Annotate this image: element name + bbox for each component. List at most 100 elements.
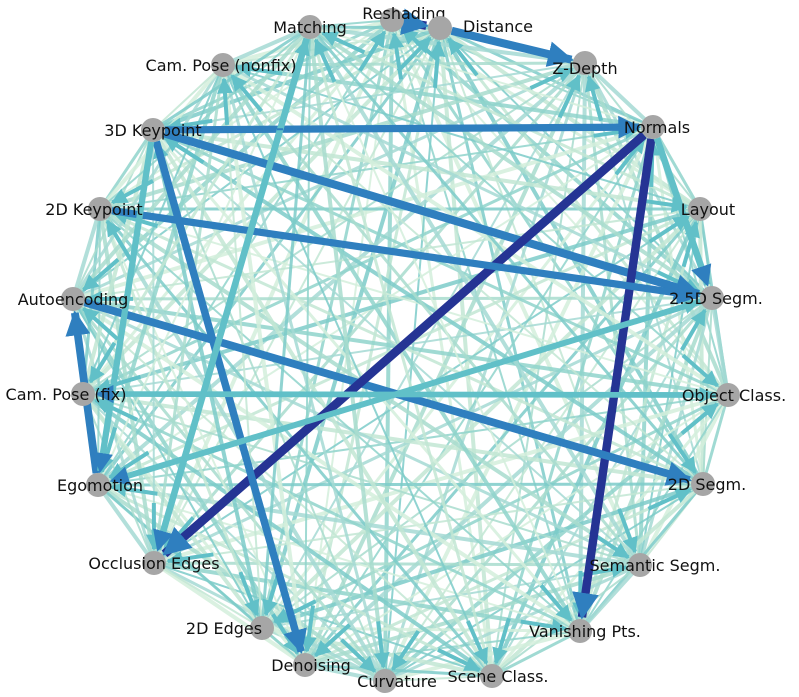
edge-seg25d-denoising	[303, 296, 714, 667]
arrow-stub-autoenc-1	[82, 257, 120, 292]
edge-zdepth-keypoint2d	[99, 61, 586, 211]
node-label-autoenc: Autoencoding	[18, 290, 129, 309]
node-keypoint2d: 2D Keypoint	[45, 197, 143, 221]
node-label-seg2d: 2D Segm.	[668, 475, 746, 494]
node-posefix: Cam. Pose (fix)	[6, 382, 127, 406]
edge-denoising-matching	[304, 26, 311, 666]
edge-distance-curvature	[384, 27, 441, 682]
arrow-stub-seg2d-1	[647, 487, 692, 511]
edge-denoising-posenonfix	[221, 64, 307, 666]
arrow-stub-keypoint2d-3	[105, 219, 133, 262]
edge-edges2d-occlusion	[153, 562, 263, 629]
edge-semseg-matching	[308, 25, 642, 567]
task-nodes: ReshadingDistanceZ-DepthNormalsLayout2.5…	[6, 4, 786, 693]
edge-highlight-keypoint3d-egomotion	[92, 141, 155, 474]
edge-objclass-edges2d	[261, 393, 729, 630]
arrow-stub-matching-2	[313, 38, 337, 83]
edge-reshading-vanishing	[391, 19, 581, 632]
node-dot-seg2d	[691, 472, 715, 496]
node-dot-autoenc	[61, 287, 85, 311]
edge-egomotion-posenonfix	[96, 64, 225, 486]
node-dot-posenonfix	[211, 53, 235, 77]
edge-vanishing-sceneclass	[491, 629, 581, 678]
node-dot-sceneclass	[480, 664, 504, 688]
edge-highlight-seg25d-egomotion	[109, 298, 702, 486]
node-label-matching: Matching	[273, 18, 347, 37]
node-dot-matching	[298, 15, 322, 39]
node-dot-semseg	[628, 553, 652, 577]
edge-zdepth-occlusion	[152, 62, 587, 564]
arrow-stub-posenonfix-3	[216, 77, 233, 125]
node-label-reshading: Reshading	[362, 4, 445, 23]
node-denoising: Denoising	[271, 653, 351, 677]
edge-layout-posenonfix	[222, 64, 701, 210]
edge-highlight-autoenc-seg2d	[83, 298, 692, 486]
node-dot-seg25d	[700, 286, 724, 310]
arrow-stub-zdepth-3	[529, 67, 574, 90]
node-dot-occlusion	[142, 551, 166, 575]
node-dot-egomotion	[86, 473, 110, 497]
arrow-stub-vanishing-1	[520, 618, 568, 635]
arrow-stub-distance-1	[447, 37, 479, 77]
edge-posefix-posenonfix	[82, 64, 224, 395]
node-curvature: Curvature	[357, 669, 437, 693]
edge-egomotion-keypoint2d	[97, 208, 101, 486]
node-seg25d: 2.5D Segm.	[669, 286, 763, 310]
arrow-stub-zdepth-2	[557, 74, 581, 119]
arrow-stub-edges2d-1	[238, 571, 260, 617]
edge-occlusion-keypoint3d	[152, 129, 155, 564]
node-autoenc: Autoencoding	[18, 287, 129, 311]
arrow-stub-layout-2	[648, 214, 690, 244]
edge-sceneclass-keypoint3d	[151, 128, 494, 678]
node-label-keypoint2d: 2D Keypoint	[45, 200, 142, 219]
edge-denoising-occlusion	[152, 561, 307, 667]
node-label-denoising: Denoising	[271, 656, 351, 675]
edge-normals-matching	[309, 26, 654, 128]
node-occlusion: Occlusion Edges	[88, 551, 220, 575]
edge-objclass-matching	[309, 26, 729, 396]
node-reshading: Reshading	[362, 4, 446, 32]
edge-denoising-keypoint2d	[99, 208, 306, 666]
edge-layout-posefix	[82, 207, 701, 396]
arrow-stub-sceneclass-3	[492, 617, 511, 665]
arrow-stub-semseg-3	[617, 508, 638, 554]
edge-highlight-normals-seg25d	[653, 137, 712, 287]
node-dot-reshading	[380, 8, 404, 32]
edge-highlight-reshading-distance	[400, 8, 429, 35]
node-dot-curvature	[373, 669, 397, 693]
edge-highlight-matching-occlusion	[153, 37, 310, 552]
edge-objclass-keypoint2d	[99, 208, 729, 396]
node-label-edges2d: 2D Edges	[186, 619, 262, 638]
edge-curvature-posenonfix	[221, 64, 387, 682]
node-dot-vanishing	[568, 619, 592, 643]
node-distance: Distance	[428, 16, 533, 40]
node-label-posefix: Cam. Pose (fix)	[6, 385, 127, 404]
arrow-stub-curvature-3	[391, 629, 420, 671]
arrow-stub-egomotion-3	[110, 481, 158, 498]
arrow-stub-posenonfix-2	[230, 74, 263, 113]
arrow-stub-keypoint3d-2	[163, 135, 205, 165]
edge-occlusion-egomotion	[96, 483, 156, 565]
edge-highlight-keypoint3d-seg25d	[163, 129, 702, 300]
node-dot-posefix	[71, 382, 95, 406]
edge-objclass-curvature	[383, 393, 730, 683]
node-dot-keypoint3d	[141, 118, 165, 142]
edge-keypoint3d-posenonfix	[152, 64, 224, 131]
node-label-posenonfix: Cam. Pose (nonfix)	[146, 56, 297, 75]
edge-seg25d-matching	[308, 25, 714, 300]
node-label-sceneclass: Scene Class.	[447, 667, 548, 686]
node-dot-layout	[688, 197, 712, 221]
edge-highlight-distance-zdepth	[450, 26, 574, 67]
edge-distance-keypoint2d	[99, 26, 441, 211]
node-zdepth: Z-Depth	[552, 51, 618, 78]
arrow-stub-seg25d-1	[680, 308, 707, 351]
edge-highlight-normals-vanishing	[572, 138, 656, 620]
edge-dashed-keypoint3d-normals	[166, 126, 640, 131]
node-keypoint3d: 3D Keypoint	[104, 118, 202, 142]
node-seg2d: 2D Segm.	[668, 472, 746, 496]
node-posenonfix: Cam. Pose (nonfix)	[146, 53, 297, 77]
arrow-stub-vanishing-2	[539, 584, 573, 622]
edge-objclass-seg2d	[701, 394, 730, 485]
arrow-stub-objclass-1	[680, 402, 719, 435]
